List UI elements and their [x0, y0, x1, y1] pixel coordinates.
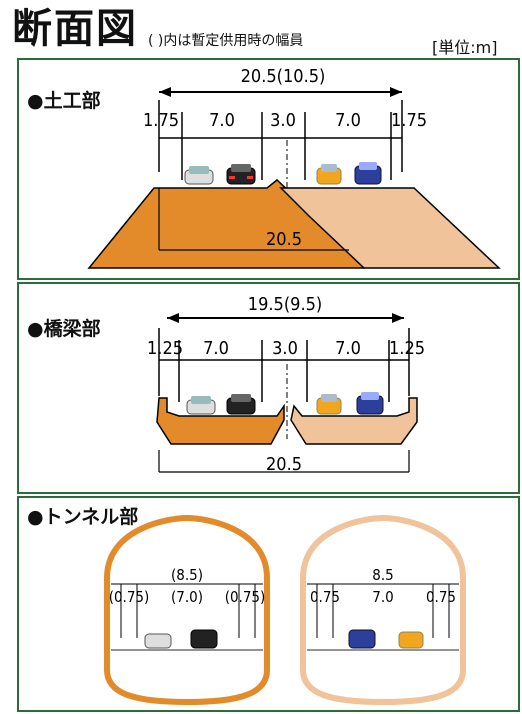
bridge-base-width: 20.5 [266, 454, 302, 475]
tunnel-right-total: 8.5 [372, 566, 393, 584]
tunnel-left-seg-2: (7.0) [171, 588, 203, 606]
tunnel-panel: ●トンネル部 (8.5) (0.75) (7.0) (0.75) [17, 496, 520, 712]
bridge-seg-4: 7.0 [335, 338, 361, 359]
bridge-seg-5: 1.25 [389, 338, 425, 359]
dim-arrow-left [167, 313, 179, 323]
tunnel-cross-section: (8.5) (0.75) (7.0) (0.75) 8.5 0.75 7.0 0… [104, 514, 466, 706]
car-white-icon [144, 633, 172, 649]
bridge-dim-ticks [158, 328, 410, 402]
tunnel-right-lining [300, 514, 466, 706]
tunnel-left-seg-1: (0.75) [109, 588, 150, 606]
earthwork-seg-4: 7.0 [335, 110, 361, 131]
page-title: 断面図 [12, 6, 138, 52]
bridge-left-girder [156, 397, 285, 445]
earthwork-seg-3: 3.0 [270, 110, 296, 131]
bridge-cross-section: 19.5(9.5) 1.25 7.0 3.0 7.0 1.25 20.5 [147, 294, 425, 475]
car-blue-icon [356, 392, 384, 415]
tunnel-right-seg-1: 0.75 [310, 588, 340, 606]
bridge-panel: ●橋梁部 19.5(9.5) 1.25 7.0 3.0 7.0 1.25 20.… [17, 282, 520, 494]
earthwork-seg-5: 1.75 [391, 110, 427, 131]
car-black-icon [226, 164, 256, 185]
tunnel-left-lining [104, 514, 270, 706]
earthwork-seg-2: 7.0 [209, 110, 235, 131]
tunnel-left-seg-3: (0.75) [225, 588, 266, 606]
tunnel-left-dim-lines [111, 583, 263, 638]
dim-arrow-left [159, 87, 171, 97]
car-white-icon [184, 166, 214, 185]
earthwork-seg-1: 1.75 [143, 110, 179, 131]
car-black-icon [226, 394, 256, 415]
car-black-icon [190, 629, 218, 649]
earthwork-right-embankment [279, 187, 501, 269]
car-yellow-icon [316, 164, 342, 185]
earthwork-cross-section: 20.5(10.5) 1.75 7.0 3.0 7.0 1.75 20.5 [87, 66, 501, 269]
tunnel-right-dim-lines [307, 583, 459, 638]
bridge-heading: ●橋梁部 [27, 318, 101, 340]
car-blue-icon [348, 629, 376, 649]
bridge-seg-2: 7.0 [203, 338, 229, 359]
page-subtitle: ( )内は暫定供用時の幅員 [148, 33, 304, 49]
tunnel-right-seg-3: 0.75 [426, 588, 456, 606]
unit-label: [単位:m] [432, 38, 498, 57]
car-white-icon [186, 396, 216, 415]
car-yellow-icon [398, 631, 424, 649]
earthwork-heading: ●土工部 [27, 90, 101, 112]
tunnel-heading: ●トンネル部 [27, 506, 139, 528]
earthwork-dim-ticks [158, 100, 403, 180]
bridge-seg-1: 1.25 [147, 338, 183, 359]
car-blue-icon [354, 162, 382, 185]
bridge-seg-3: 3.0 [272, 338, 298, 359]
tunnel-left-total: (8.5) [171, 566, 203, 584]
car-yellow-icon [316, 394, 342, 415]
earthwork-total-width: 20.5(10.5) [241, 66, 326, 87]
tunnel-right-seg-2: 7.0 [372, 588, 393, 606]
earthwork-base-width: 20.5 [266, 229, 302, 250]
bridge-right-girder [290, 397, 418, 445]
bridge-total-width: 19.5(9.5) [248, 294, 322, 315]
dim-arrow-right [390, 87, 402, 97]
dim-arrow-right [392, 313, 404, 323]
earthwork-panel: ●土工部 20.5(10.5) 1.75 7.0 3.0 7.0 1.75 20… [17, 58, 520, 280]
